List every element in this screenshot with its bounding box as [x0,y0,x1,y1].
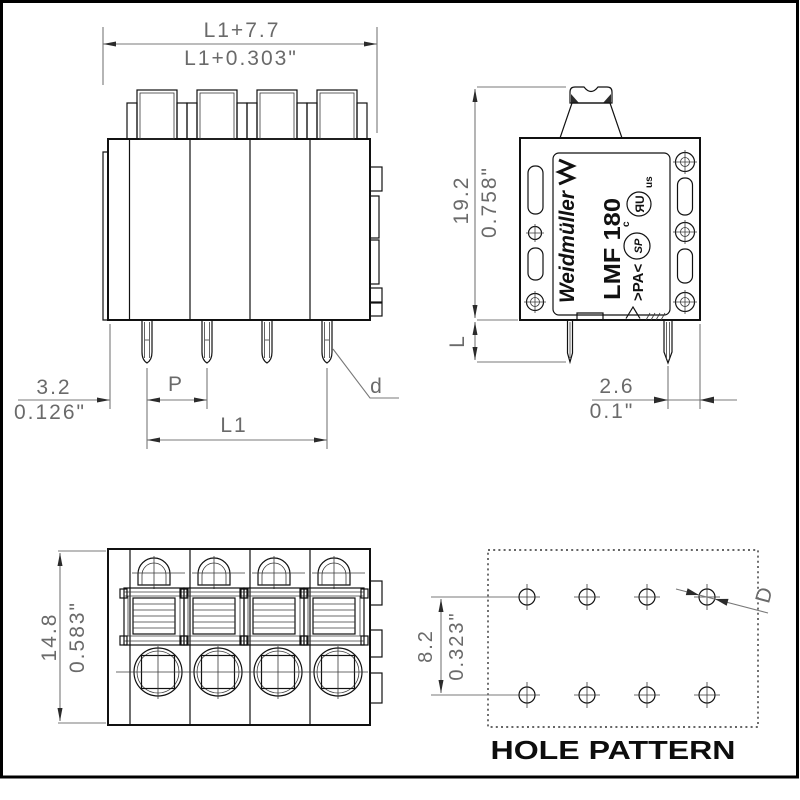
side-view-pins [566,320,673,365]
dim-pin-dia-label: d [370,375,384,398]
side-view-body [519,86,701,365]
dim-edge-to-pin-mm: 3.2 [36,376,71,399]
bottom-edge-details [576,305,666,321]
dim-pin-to-edge-in: 0.1" [590,400,635,423]
dim-overall-width-in: L1+0.303" [184,47,298,70]
dim-depth-in: 0.583" [66,601,89,673]
product-marking: Weidmüller LMF 180 >PA< SP ЯU c us [555,158,655,303]
dim-pitch-label: P [168,373,184,396]
side-view: Weidmüller LMF 180 >PA< SP ЯU c us 19.2 … [446,86,737,423]
csa-mark-text: SP [633,238,645,253]
front-view-body [102,138,383,321]
top-view-side-tabs [369,580,383,704]
top-view-body [107,548,371,726]
left-slot-column [524,165,546,313]
ul-prefix-text: c [621,221,632,227]
dim-pin-length-label: L [446,334,469,348]
right-slot-column [673,150,697,314]
dim-row-spacing-mm: 8.2 [415,629,437,663]
ul-suffix-text: us [644,176,655,188]
sheet-border [0,0,799,779]
release-arrow-icon [625,305,641,319]
weidmueller-logo-icon [555,158,577,186]
dim-overall-width-mm: L1+7.7 [204,19,281,42]
dim-pin-to-edge-mm: 2.6 [599,375,634,398]
hole-pattern-dimensions: 8.2 0.323" D [415,583,778,696]
brand-text: Weidmüller [556,189,579,303]
dim-hole-dia-label: D [751,583,778,606]
top-view: 14.8 0.583" [38,548,383,726]
dim-height-in: 0.758" [478,166,501,238]
dim-pin-span-label: L1 [220,414,247,437]
pushbutton [559,86,623,139]
top-view-dimensions: 14.8 0.583" [38,550,106,724]
ul-mark-text: ЯU [633,195,647,212]
material-text: >PA< [630,264,647,301]
marking-panel [552,152,671,316]
dim-height-mm: 19.2 [450,176,473,225]
side-view-dimensions: 19.2 0.758" L 2.6 0.1" [446,86,737,423]
front-view: L1+7.7 L1+0.303" 3.2 0.126" P L1 d [14,19,399,449]
dim-row-spacing-in: 0.323" [446,611,468,680]
dim-depth-mm: 14.8 [38,613,61,662]
front-view-dimensions: L1+7.7 L1+0.303" 3.2 0.126" P L1 d [14,19,399,449]
hole-pattern: 8.2 0.323" D HOLE PATTERN [415,549,778,765]
hole-pattern-outline [487,549,759,728]
hole-pattern-caption: HOLE PATTERN [491,735,736,765]
dim-edge-to-pin-in: 0.126" [14,401,86,424]
csa-mark-icon [623,232,651,260]
ul-mark-icon [626,191,652,217]
side-latch-features [369,166,383,317]
model-text: LMF 180 [599,198,625,300]
